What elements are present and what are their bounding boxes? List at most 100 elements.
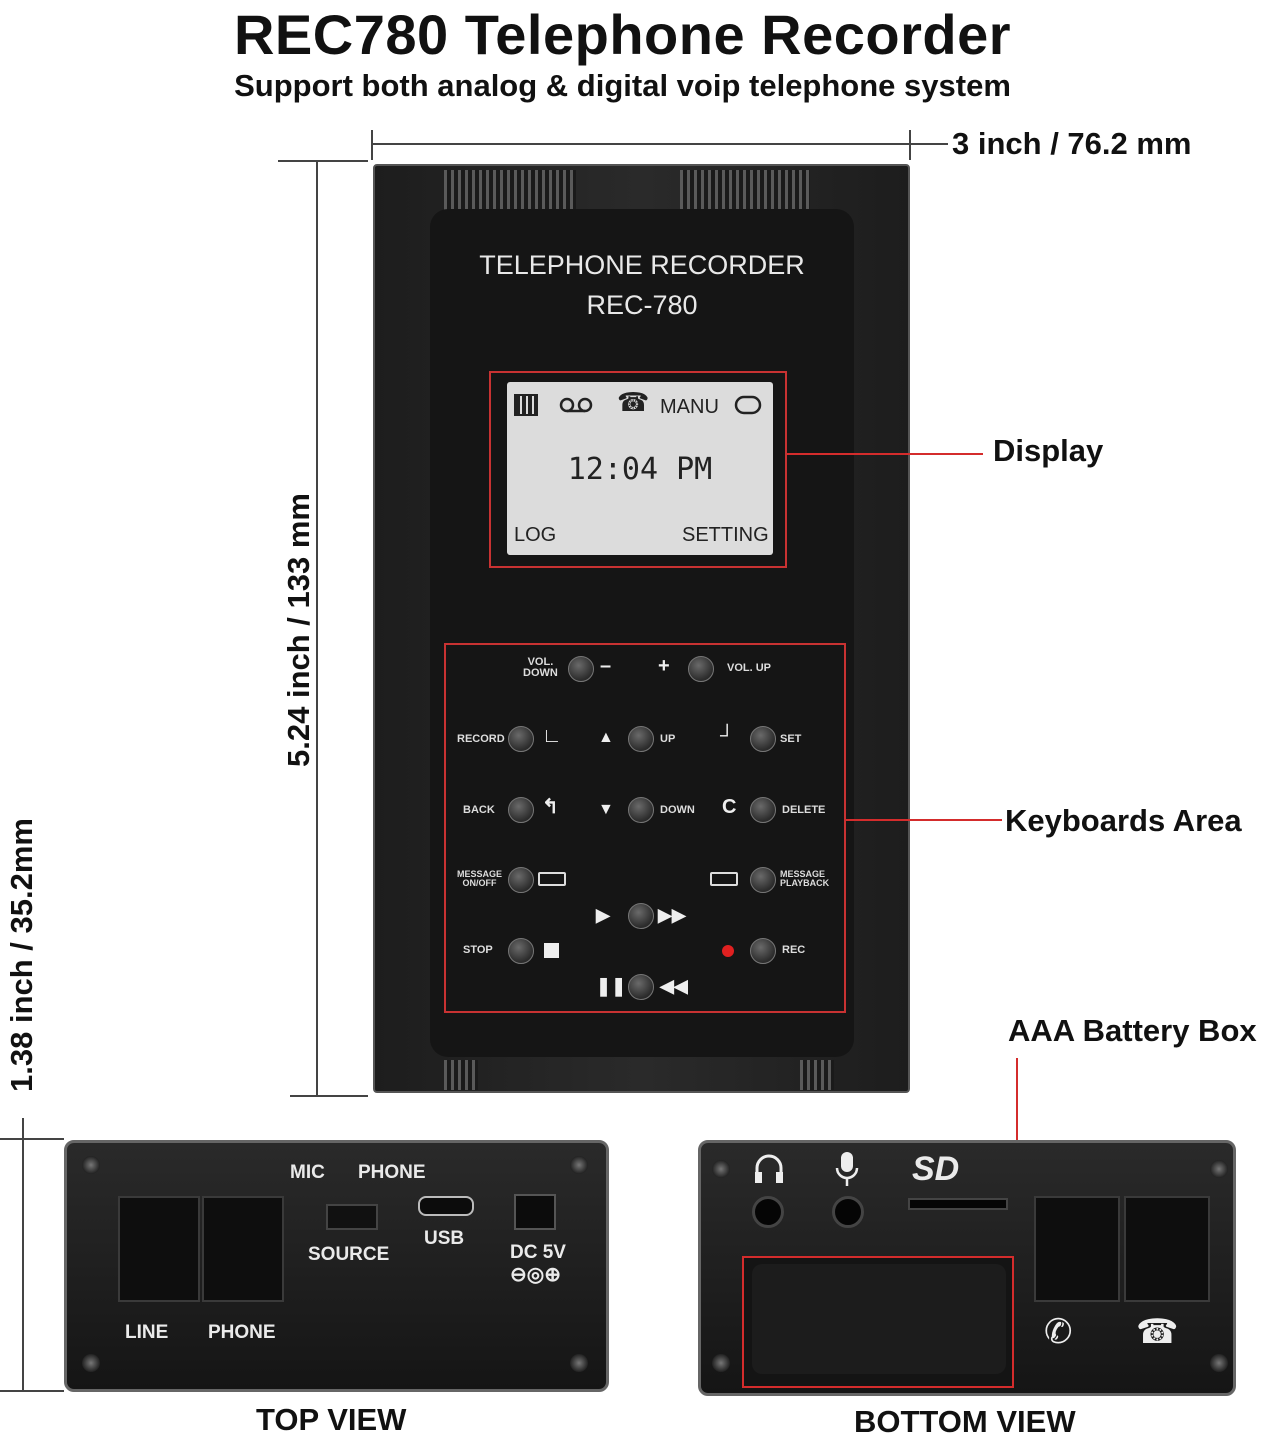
display-callout-line — [787, 453, 983, 455]
usb-label: USB — [424, 1228, 465, 1249]
vol-down-button[interactable] — [568, 656, 594, 682]
top-view-panel — [64, 1140, 609, 1392]
down-label: DOWN — [660, 804, 695, 816]
width-tick-left — [371, 130, 373, 160]
usb-port[interactable] — [418, 1196, 474, 1216]
battery-icon — [514, 394, 538, 416]
battery-cover — [752, 1264, 1006, 1374]
vent-grille-left — [444, 170, 576, 210]
left-softkey-icon: ∟ — [542, 725, 562, 747]
back-button[interactable] — [508, 797, 534, 823]
depth-tick-top — [0, 1138, 64, 1140]
depth-tick-bottom — [0, 1390, 64, 1392]
screw-icon — [712, 1160, 730, 1178]
line-jack-bottom[interactable] — [1034, 1196, 1120, 1302]
record-dot-icon — [722, 945, 734, 957]
telephone-icon: ☎ — [617, 388, 650, 418]
screw-icon — [712, 1354, 730, 1372]
phone-jack[interactable] — [202, 1196, 284, 1302]
up-arrow-icon: ▲ — [598, 729, 614, 746]
voicemail-icon — [559, 397, 593, 413]
message-playback-button[interactable] — [750, 867, 776, 893]
width-dimension-label: 3 inch / 76.2 mm — [952, 126, 1192, 161]
sd-card-slot[interactable] — [908, 1198, 1008, 1210]
phone-top-label: PHONE — [358, 1162, 426, 1183]
delete-label: DELETE — [782, 804, 826, 816]
dc-port[interactable] — [514, 1194, 556, 1230]
height-dimension-line — [316, 160, 318, 1095]
play-button[interactable] — [628, 903, 654, 929]
up-label: UP — [660, 733, 676, 745]
phone-jack-bottom[interactable] — [1124, 1196, 1210, 1302]
phone-bottom-label: PHONE — [208, 1322, 276, 1343]
line-jack[interactable] — [118, 1196, 200, 1302]
vol-up-label: VOL. UP — [727, 662, 772, 674]
stop-button[interactable] — [508, 938, 534, 964]
lcd-softkey-log: LOG — [514, 524, 557, 546]
page-title: REC780 Telephone Recorder — [233, 3, 1012, 66]
lcd-softkey-setting: SETTING — [682, 524, 769, 546]
set-button[interactable] — [750, 726, 776, 752]
headphones-icon — [755, 1154, 783, 1183]
page-subtitle: Support both analog & digital voip telep… — [234, 68, 1011, 103]
screw-icon — [570, 1156, 588, 1174]
vol-up-button[interactable] — [688, 656, 714, 682]
rec-button[interactable] — [750, 938, 776, 964]
keyboard-highlight — [444, 643, 846, 1013]
rec-label: REC — [782, 944, 806, 956]
vent-grille-right — [680, 170, 810, 210]
rewind-icon: ◀◀ — [660, 976, 688, 996]
keyboards-callout-line — [846, 819, 1002, 821]
model-label: REC-780 — [586, 290, 698, 320]
clear-icon: C — [722, 796, 737, 818]
record-button[interactable] — [508, 726, 534, 752]
play-icon: ▶ — [596, 905, 610, 925]
polarity-icon: ⊖◎⊕ — [510, 1264, 561, 1286]
back-label: BACK — [463, 804, 495, 816]
vol-down-label: VOL. DOWN — [523, 656, 558, 679]
line-label: LINE — [125, 1322, 169, 1343]
right-softkey-icon: ┘ — [720, 725, 735, 747]
depth-dimension-label: 1.38 inch / 35.2mm — [4, 818, 39, 1092]
playback-icon — [710, 872, 738, 886]
minus-icon: – — [600, 655, 612, 677]
lcd-screen: ☎ MANU 12:04 PM LOG SETTING — [507, 382, 773, 555]
screw-icon — [1210, 1160, 1228, 1178]
headphone-jack[interactable] — [752, 1196, 784, 1228]
down-button[interactable] — [628, 797, 654, 823]
bottom-view-label: BOTTOM VIEW — [854, 1404, 1076, 1439]
record-label: RECORD — [457, 733, 505, 745]
lcd-time: 12:04 PM — [567, 452, 713, 487]
display-callout: Display — [993, 433, 1104, 468]
screw-icon — [82, 1156, 100, 1174]
stop-label: STOP — [463, 944, 493, 956]
screw-icon — [1210, 1354, 1228, 1372]
screw-icon — [570, 1354, 588, 1372]
lcd-mode: MANU — [660, 396, 719, 418]
microphone-icon — [835, 1152, 859, 1186]
message-onoff-button[interactable] — [508, 867, 534, 893]
top-view-label: TOP VIEW — [256, 1402, 407, 1437]
screw-icon — [82, 1354, 100, 1372]
delete-button[interactable] — [750, 797, 776, 823]
set-label: SET — [780, 733, 802, 745]
height-dimension-label: 5.24 inch / 133 mm — [281, 493, 316, 767]
battery-callout: AAA Battery Box — [1008, 1013, 1257, 1048]
message-onoff-label: MESSAGE ON/OFF — [457, 869, 503, 888]
mic-label: MIC — [290, 1162, 325, 1183]
source-label: SOURCE — [308, 1244, 390, 1265]
loop-icon — [734, 395, 762, 415]
display-highlight — [489, 371, 787, 568]
pause-button[interactable] — [628, 974, 654, 1000]
source-switch[interactable] — [326, 1204, 378, 1230]
sd-label: SD — [912, 1150, 960, 1188]
brand-label: TELEPHONE RECORDER — [479, 250, 805, 280]
message-playback-label: MESSAGE PLAYBACK — [780, 869, 830, 888]
up-button[interactable] — [628, 726, 654, 752]
telephone-handset-icon: ✆ — [1044, 1312, 1073, 1352]
mic-jack[interactable] — [832, 1196, 864, 1228]
stop-icon — [544, 943, 559, 958]
height-tick-top — [278, 160, 368, 162]
depth-dimension-line — [22, 1118, 24, 1390]
vent-grille-bottom-right — [800, 1060, 834, 1090]
